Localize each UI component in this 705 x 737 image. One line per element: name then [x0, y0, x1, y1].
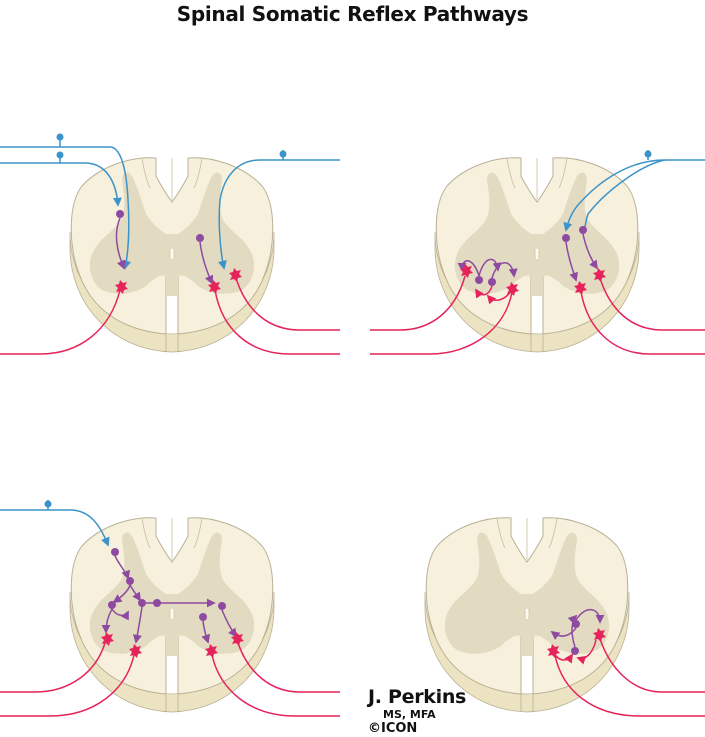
- dorsal-root-ganglion-cell: [56, 133, 64, 141]
- interneuron: [199, 613, 207, 621]
- interneuron: [579, 226, 587, 234]
- motor-neuron: [115, 280, 128, 294]
- page-title: Spinal Somatic Reflex Pathways: [176, 2, 529, 26]
- interneuron-axon: [567, 614, 578, 648]
- interneuron-axon: [111, 608, 129, 621]
- interneuron: [488, 278, 496, 286]
- sensory-afferent-fiber: [218, 159, 340, 270]
- panel-intrasegmental-interneuron-reflex: [424, 517, 705, 717]
- interneuron-axon: [582, 233, 599, 270]
- motor-neuron: [208, 280, 221, 294]
- artist-signature: J. Perkins MS, MFA ©ICON: [368, 686, 467, 736]
- motor-neuron: [101, 632, 114, 646]
- interneuron: [218, 602, 226, 610]
- sensory-afferent-fiber: [0, 146, 132, 270]
- interneuron: [562, 234, 570, 242]
- motor-neuron: [229, 268, 242, 282]
- dorsal-root-ganglion-cell: [279, 150, 287, 158]
- motor-efferent-fiber: [599, 277, 705, 331]
- motor-collateral: [475, 285, 493, 299]
- interneuron-axon: [112, 584, 131, 603]
- panel-polysynaptic-reflex: [0, 500, 340, 717]
- spinal-cord-cross-section: [69, 517, 275, 713]
- motor-neuron: [593, 268, 606, 282]
- motor-efferent-fiber: [0, 642, 106, 693]
- interneuron: [116, 210, 124, 218]
- interneuron-axon: [199, 241, 214, 285]
- interneuron-axon: [221, 609, 238, 638]
- spinal-cord-cross-section: [69, 157, 275, 353]
- interneuron-axon: [114, 555, 130, 580]
- panel-monosynaptic-reflex: [0, 133, 340, 355]
- interneuron-axon: [129, 584, 141, 602]
- motor-efferent-fiber: [370, 275, 466, 331]
- interneuron-axon: [491, 262, 518, 279]
- motor-neuron: [547, 644, 560, 658]
- motor-efferent-fiber: [580, 291, 705, 355]
- sensory-afferent-fiber: [0, 509, 110, 547]
- motor-efferent-fiber: [235, 277, 340, 331]
- interneuron-axon: [457, 260, 480, 277]
- interneuron: [126, 577, 134, 585]
- dorsal-root-ganglion-cell: [44, 500, 52, 508]
- panel-crossed-reflex: [370, 150, 705, 355]
- interneuron: [111, 548, 119, 556]
- motor-efferent-fiber: [214, 289, 340, 355]
- interneuron: [475, 276, 483, 284]
- dorsal-root-ganglion-cell: [644, 150, 652, 158]
- artist-credentials: MS, MFA: [383, 708, 436, 721]
- motor-neuron: [593, 628, 606, 642]
- motor-efferent-fiber: [211, 654, 340, 717]
- motor-efferent-fiber: [237, 642, 340, 693]
- sensory-afferent-fiber: [563, 159, 705, 232]
- interneuron-axon: [575, 609, 605, 624]
- interneuron-axon: [565, 241, 578, 282]
- interneuron-axon: [132, 606, 143, 644]
- interneuron-axon: [115, 217, 126, 270]
- copyright-mark: ©ICON: [368, 721, 418, 736]
- interneuron: [108, 601, 116, 609]
- sensory-afferent-fiber: [0, 162, 122, 207]
- interneuron-axon: [201, 620, 210, 644]
- motor-efferent-fiber: [554, 654, 705, 717]
- sensory-afferent-fiber: [583, 159, 666, 233]
- motor-neuron: [460, 264, 473, 278]
- motor-collateral: [576, 639, 597, 665]
- interneuron: [153, 599, 161, 607]
- interneuron: [571, 647, 579, 655]
- interneuron-axon: [550, 627, 577, 640]
- motor-neuron: [205, 644, 218, 658]
- spinal-cord-cross-section: [434, 157, 640, 353]
- motor-neuron: [129, 644, 142, 658]
- interneuron: [196, 234, 204, 242]
- motor-neuron: [506, 282, 519, 296]
- motor-efferent-fiber: [0, 289, 121, 355]
- interneuron-axon: [101, 608, 113, 634]
- motor-efferent-fiber: [370, 291, 513, 355]
- motor-neuron: [574, 281, 587, 295]
- interneuron: [138, 599, 146, 607]
- motor-efferent-fiber: [599, 638, 705, 693]
- artist-name: J. Perkins: [368, 686, 467, 708]
- motor-efferent-fiber: [0, 654, 135, 717]
- dorsal-root-ganglion-cell: [56, 151, 64, 159]
- motor-neuron: [231, 632, 244, 646]
